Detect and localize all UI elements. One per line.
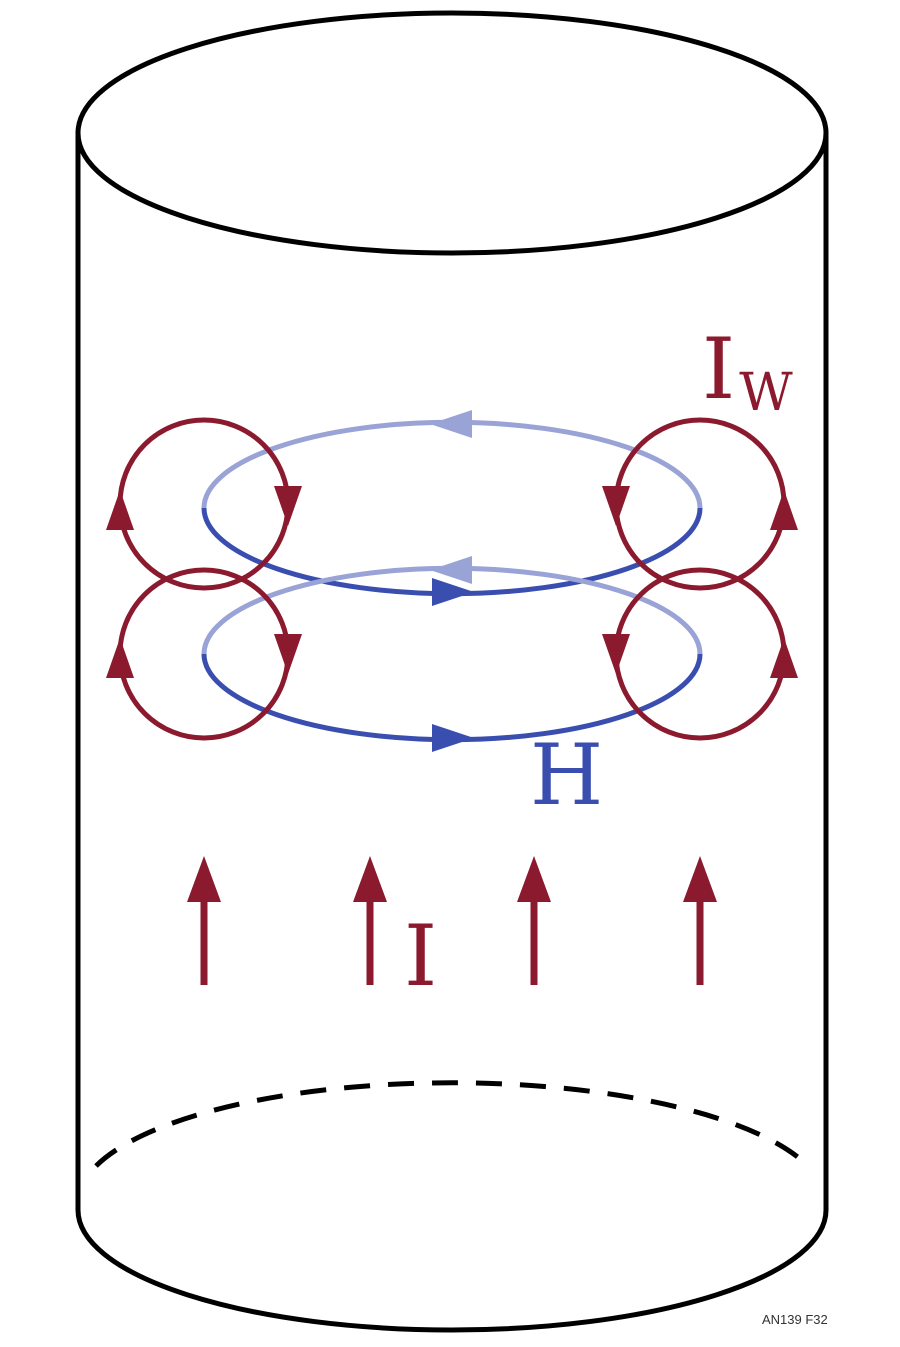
field-arrow-left-icon bbox=[430, 556, 472, 584]
current-arrows bbox=[187, 856, 717, 985]
eddy-current-label-main: I bbox=[702, 320, 735, 418]
eddy-current-label-subscript: W bbox=[739, 363, 793, 423]
arrow-up-icon bbox=[106, 490, 134, 530]
cylinder bbox=[75, 10, 829, 1333]
arrow-down-icon bbox=[274, 634, 302, 674]
arrow-up-icon bbox=[187, 856, 221, 902]
arrow-down-icon bbox=[274, 486, 302, 526]
arrow-up-icon bbox=[770, 638, 798, 678]
arrow-down-icon bbox=[602, 486, 630, 526]
eddy-loop-arrows bbox=[106, 486, 798, 678]
magnetic-field-label: H bbox=[530, 726, 603, 824]
current-label: I bbox=[404, 907, 437, 1005]
arrow-up-icon bbox=[517, 856, 551, 902]
eddy-current-loops bbox=[117, 417, 787, 741]
eddy-current-label: IW bbox=[702, 320, 793, 423]
field-loop-upper bbox=[201, 410, 703, 606]
field-arrow-right-icon bbox=[432, 578, 474, 606]
arrow-down-icon bbox=[602, 634, 630, 674]
cylinder-top-ellipse bbox=[75, 10, 829, 256]
arrow-up-icon bbox=[770, 490, 798, 530]
cylinder-bottom-front-arc bbox=[75, 1209, 829, 1333]
arrow-up-icon bbox=[353, 856, 387, 902]
field-loop-lower bbox=[201, 556, 703, 752]
field-arrow-right-icon bbox=[432, 724, 474, 752]
figure-id-label: AN139 F32 bbox=[762, 1312, 828, 1327]
arrow-up-icon bbox=[683, 856, 717, 902]
arrow-up-icon bbox=[106, 638, 134, 678]
field-loop-upper-front bbox=[201, 507, 703, 597]
field-arrow-left-icon bbox=[430, 410, 472, 438]
cylinder-bottom-back-arc bbox=[94, 1080, 810, 1168]
